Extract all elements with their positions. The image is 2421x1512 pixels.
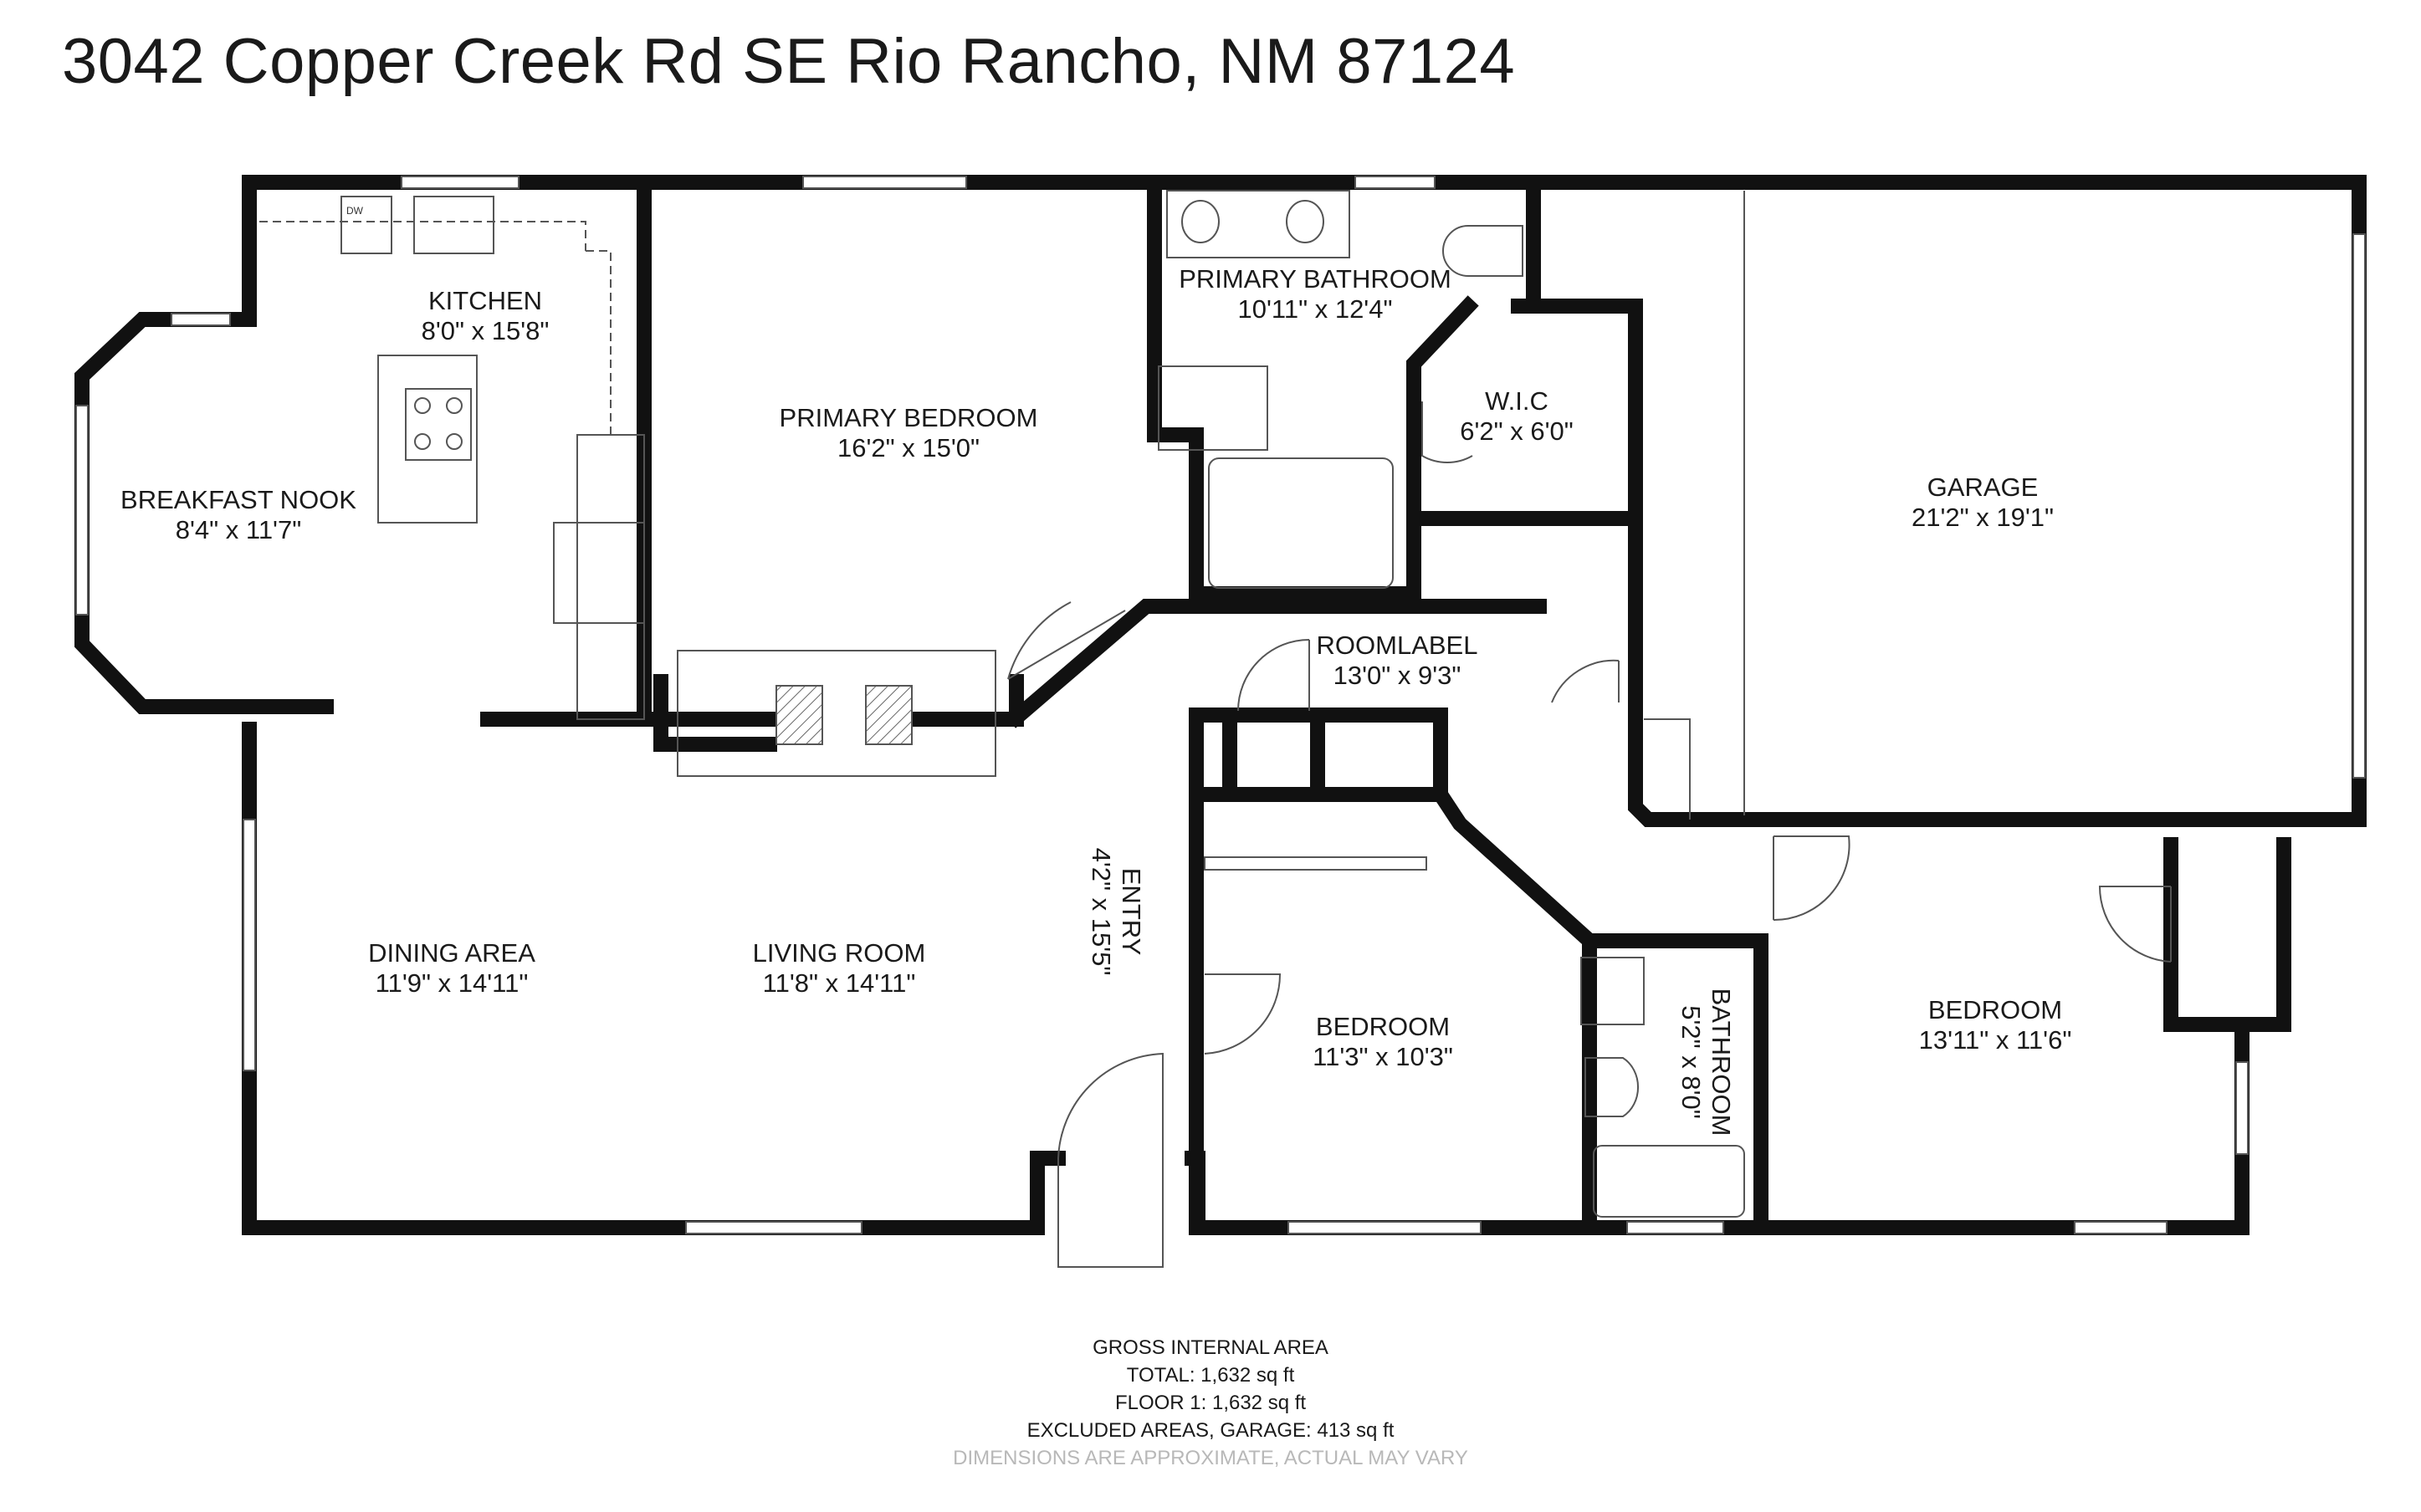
door-closet-bedroom3 — [2098, 886, 2172, 963]
door-wic — [1421, 401, 1473, 464]
room-name-roomlabel: ROOMLABEL — [1317, 631, 1478, 660]
room-dims-breakfast-nook: 8'4" x 11'7" — [176, 515, 301, 544]
wall-closets — [1189, 707, 1597, 1235]
primary-tub — [1208, 457, 1394, 589]
room-name-primary-bathroom: PRIMARY BATHROOM — [1179, 264, 1451, 294]
room-dims-bedroom-3: 13'11" x 11'6" — [1919, 1025, 2072, 1055]
room-dims-primary-bathroom: 10'11" x 12'4" — [1238, 294, 1393, 324]
window-bedroom3-south — [2074, 1221, 2168, 1234]
area-summary: GROSS INTERNAL AREA TOTAL: 1,632 sq ft F… — [0, 1334, 2421, 1472]
room-dims-roomlabel: 13'0" x 9'3" — [1333, 661, 1461, 690]
window-nook-north — [171, 313, 231, 326]
counter-stub — [553, 522, 645, 624]
bath-toilet — [1584, 1057, 1639, 1117]
door-roomlabel — [1551, 659, 1620, 703]
window-dining-west — [243, 819, 256, 1071]
primary-shower — [1158, 365, 1268, 451]
dishwasher — [340, 196, 392, 254]
counter-outline — [259, 221, 612, 435]
property-address-title: 3042 Copper Creek Rd SE Rio Rancho, NM 8… — [62, 26, 1516, 97]
garage-door — [2352, 233, 2366, 779]
fireplace-box-right — [865, 685, 913, 745]
entry-label-group: ENTRY 4'2" x 15'5" — [1087, 848, 1146, 976]
wall-bedroom2 — [1189, 707, 1442, 1235]
dishwasher-label: DW — [346, 205, 364, 217]
windows — [75, 176, 2366, 1234]
room-name-entry: ENTRY — [1117, 868, 1146, 956]
room-name-wic: W.I.C — [1485, 386, 1548, 416]
room-name-bedroom-3: BEDROOM — [1928, 995, 2062, 1024]
bath-tub — [1593, 1145, 1745, 1218]
room-dims-kitchen: 8'0" x 15'8" — [422, 316, 550, 345]
window-bedroom2-south — [1287, 1221, 1482, 1234]
fireplace-hearth — [677, 650, 996, 777]
door-bedroom2 — [1204, 973, 1282, 1055]
bathroom-label-group: BATHROOM 5'2" x 8'0" — [1676, 988, 1736, 1137]
window-nook-west — [75, 405, 89, 616]
door-garage-bedroom — [1773, 835, 1850, 922]
room-dims-wic: 6'2" x 6'0" — [1460, 416, 1574, 446]
room-name-bedroom-2: BEDROOM — [1316, 1012, 1450, 1041]
kitchen-sink — [413, 196, 494, 254]
doors — [1007, 401, 2172, 1268]
room-name-kitchen: KITCHEN — [428, 286, 542, 315]
door-primary-bedroom — [1007, 601, 1126, 680]
window-primary-north — [802, 176, 967, 189]
room-dims-entry: 4'2" x 15'5" — [1087, 848, 1116, 976]
counter-east — [576, 434, 645, 720]
vanity-sink-left — [1181, 200, 1220, 243]
burner-icon — [414, 397, 431, 414]
fixtures — [259, 190, 1745, 1218]
area-floor-1: FLOOR 1: 1,632 sq ft — [1114, 1392, 1307, 1414]
bath-sink — [1580, 957, 1645, 1025]
room-dims-garage: 21'2" x 19'1" — [1912, 503, 2054, 532]
room-dims-bedroom-2: 11'3" x 10'3" — [1313, 1042, 1453, 1071]
primary-toilet — [1442, 225, 1523, 277]
wall-fireplace — [653, 599, 1547, 752]
window-bedroom3-east — [2235, 1061, 2249, 1155]
garage-step — [1644, 718, 1691, 820]
burner-icon — [446, 433, 463, 450]
area-disclaimer: DIMENSIONS ARE APPROXIMATE, ACTUAL MAY V… — [953, 1447, 1468, 1469]
vanity-sink-right — [1286, 200, 1324, 243]
area-heading: GROSS INTERNAL AREA — [1093, 1336, 1328, 1359]
bath-vanity — [1166, 190, 1350, 258]
room-name-primary-bedroom: PRIMARY BEDROOM — [780, 403, 1038, 432]
room-dims-bathroom: 5'2" x 8'0" — [1676, 1005, 1706, 1119]
window-living-south — [685, 1221, 862, 1234]
window-bath-north — [1354, 176, 1436, 189]
wall-primary-bath — [1147, 183, 1479, 601]
room-dims-living-room: 11'8" x 14'11" — [763, 968, 916, 998]
closet-shelf-bedroom2 — [1204, 856, 1427, 871]
door-front-entry — [1057, 1052, 1164, 1268]
exterior-wall-south-west — [242, 722, 1066, 1235]
window-kitchen-north — [401, 176, 520, 189]
exterior-wall-north — [242, 175, 2367, 827]
window-bath-south — [1626, 1221, 1724, 1234]
kitchen-island — [377, 355, 478, 524]
room-dims-primary-bedroom: 16'2" x 15'0" — [837, 433, 980, 462]
room-name-living-room: LIVING ROOM — [753, 938, 926, 968]
room-labels: KITCHEN 8'0" x 15'8" BREAKFAST NOOK 8'4"… — [120, 205, 2071, 1136]
room-dims-dining-area: 11'9" x 14'11" — [376, 968, 529, 998]
wall-wic — [1406, 511, 1643, 614]
burner-icon — [414, 433, 431, 450]
wall-bathroom — [1582, 933, 1768, 1235]
room-name-garage: GARAGE — [1927, 472, 2039, 502]
wall-east-bump — [2163, 837, 2291, 1032]
burner-icon — [446, 397, 463, 414]
area-total: TOTAL: 1,632 sq ft — [1126, 1364, 1295, 1387]
room-name-dining-area: DINING AREA — [368, 938, 535, 968]
exterior-wall-west-nook — [74, 175, 334, 714]
area-excluded: EXCLUDED AREAS, GARAGE: 413 sq ft — [1026, 1419, 1395, 1442]
fireplace-box-left — [775, 685, 823, 745]
room-name-breakfast-nook: BREAKFAST NOOK — [120, 485, 356, 514]
room-name-bathroom: BATHROOM — [1707, 988, 1736, 1137]
door-closet — [1237, 639, 1310, 712]
cooktop — [405, 388, 472, 461]
